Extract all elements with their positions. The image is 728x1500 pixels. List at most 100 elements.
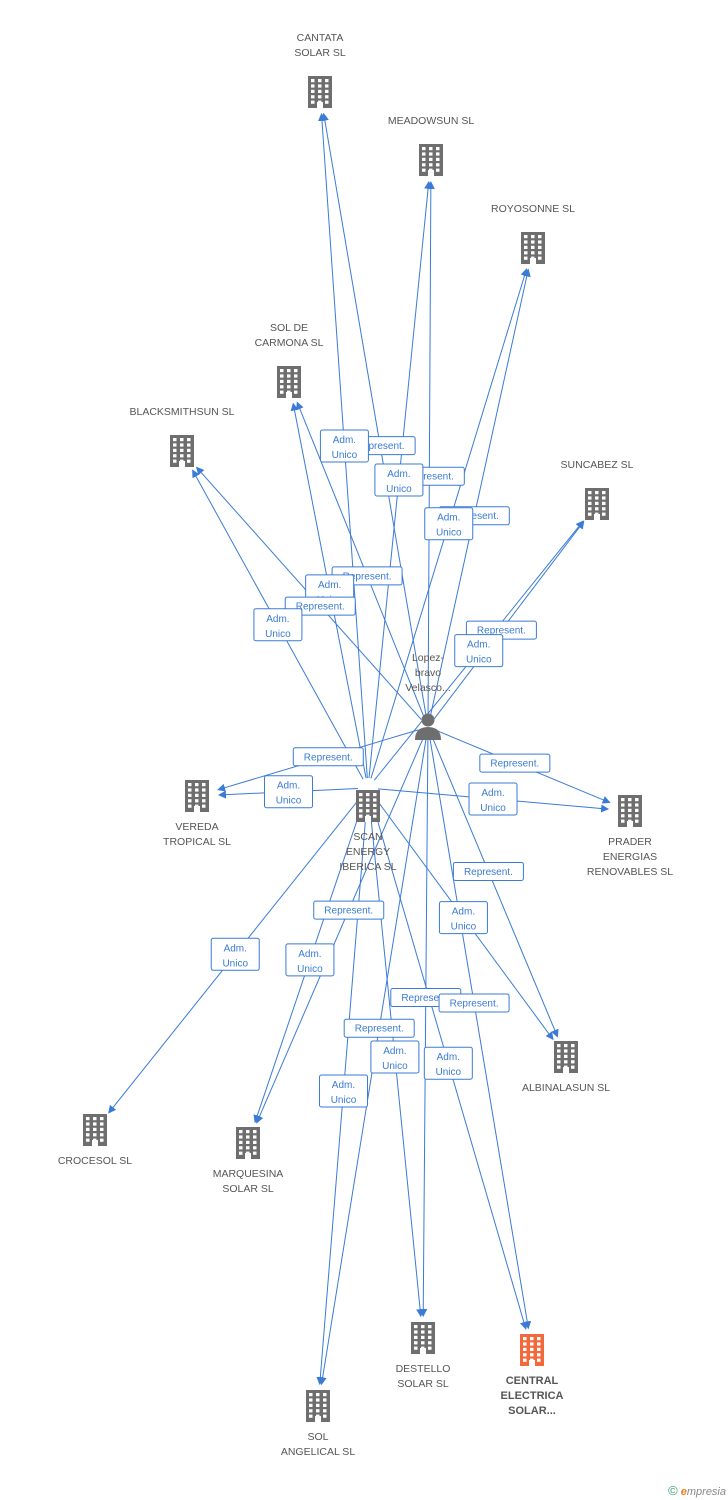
node-label: ROYOSONNE SL bbox=[491, 203, 575, 215]
edge-label-text: Represent. bbox=[401, 993, 450, 1004]
edge-person-solcarmona bbox=[296, 401, 425, 718]
node-label: SOLAR SL bbox=[294, 47, 346, 59]
node-label: Lopez- bbox=[412, 652, 445, 664]
edge-label-text: Adm. bbox=[481, 788, 504, 799]
edge-label-text: Unico bbox=[480, 803, 506, 814]
edge-label-text: Represent. bbox=[304, 752, 353, 763]
node-cantata[interactable]: CANTATA SOLAR SL bbox=[294, 32, 346, 108]
edge-label-text: Represent. bbox=[355, 1024, 404, 1035]
edge-label: Represent. bbox=[292, 747, 364, 767]
edge-person-marquesina bbox=[255, 735, 425, 1124]
edge-label: Represent. bbox=[452, 861, 524, 881]
edge-label-text: Unico bbox=[386, 484, 412, 495]
node-blacksmithsun[interactable]: BLACKSMITHSUN SL bbox=[129, 406, 235, 467]
brand-logo-text: mpresia bbox=[686, 1486, 726, 1498]
node-label: ANGELICAL SL bbox=[281, 1446, 355, 1458]
edge-label: Adm.Unico bbox=[370, 1040, 420, 1074]
edge-person-albinalasun bbox=[431, 736, 559, 1038]
copyright-symbol: © bbox=[668, 1483, 678, 1498]
node-label: SOLAR... bbox=[508, 1405, 556, 1417]
edge-label-text: Represent. bbox=[464, 867, 513, 878]
node-label: CROCESOL SL bbox=[58, 1155, 132, 1167]
node-destello[interactable]: DESTELLO SOLAR SL bbox=[396, 1322, 451, 1390]
edge-label-text: Represent. bbox=[490, 759, 539, 770]
edge-label-text: Adm. bbox=[224, 943, 247, 954]
edge-label: Adm.Unico bbox=[424, 507, 474, 541]
building-icon bbox=[277, 366, 301, 398]
edge-label-text: Unico bbox=[436, 1067, 462, 1078]
edge-label: Adm.Unico bbox=[319, 429, 369, 463]
edge-label-text: Represent. bbox=[343, 571, 392, 582]
building-icon bbox=[419, 144, 443, 176]
node-label: CANTATA bbox=[297, 32, 344, 44]
node-label: MEADOWSUN SL bbox=[388, 115, 475, 127]
node-suncabez[interactable]: SUNCABEZ SL bbox=[561, 459, 634, 520]
edge-person-royosonne bbox=[429, 268, 531, 718]
edge-label-text: Unico bbox=[451, 922, 477, 933]
node-label: MARQUESINA bbox=[213, 1168, 284, 1180]
edge-label: Represent. bbox=[284, 596, 356, 616]
node-label: CARMONA SL bbox=[255, 337, 324, 349]
node-person[interactable]: Lopez-bravoVelasco... bbox=[405, 652, 451, 740]
node-royosonne[interactable]: ROYOSONNE SL bbox=[491, 203, 575, 264]
building-icon bbox=[170, 435, 194, 467]
edge-label-text: Adm. bbox=[277, 781, 300, 792]
edge-label: Adm.Unico bbox=[438, 901, 488, 935]
edge-label: Adm. Unico bbox=[374, 463, 424, 497]
edge-label: Adm.Unico bbox=[253, 608, 303, 642]
edge-person-meadowsun bbox=[426, 180, 435, 718]
node-label: BLACKSMITHSUN SL bbox=[129, 406, 234, 418]
edge-label-text: Unico bbox=[436, 528, 462, 539]
node-crocesol[interactable]: CROCESOL SL bbox=[58, 1114, 132, 1167]
nodes-layer: CANTATA SOLAR SL MEADOWSUN SL ROYOSONNE SL S… bbox=[58, 32, 673, 1458]
edge-label-text: Adm. bbox=[467, 640, 490, 651]
node-solangelical[interactable]: SOL ANGELICAL SL bbox=[281, 1390, 355, 1458]
edge-label-text: Adm. bbox=[332, 1080, 355, 1091]
edge-person-central bbox=[429, 736, 532, 1330]
node-label: PRADER bbox=[608, 836, 652, 848]
edge-label-text: Adm. bbox=[387, 469, 410, 480]
edge-label-text: Represent. bbox=[450, 999, 499, 1010]
node-albinalasun[interactable]: ALBINALASUN SL bbox=[522, 1041, 610, 1094]
brand-logo-initial: e bbox=[680, 1486, 687, 1498]
node-meadowsun[interactable]: MEADOWSUN SL bbox=[388, 115, 475, 176]
edge-label: Adm. Unico bbox=[468, 782, 518, 816]
node-label: IBERICA SL bbox=[339, 861, 396, 873]
building-icon bbox=[308, 76, 332, 108]
edge-label-text: Unico bbox=[265, 629, 291, 640]
node-label: ENERGY bbox=[346, 846, 390, 858]
edge-person-cantata bbox=[320, 112, 427, 718]
node-label: CENTRAL bbox=[506, 1375, 559, 1387]
edge-label-text: Represent. bbox=[324, 906, 373, 917]
building-icon bbox=[554, 1041, 578, 1073]
edge-label-text: Unico bbox=[222, 958, 248, 969]
building-icon bbox=[618, 795, 642, 827]
edge-label-text: Unico bbox=[331, 1095, 357, 1106]
edge-label: Adm. Unico bbox=[318, 1074, 368, 1108]
edge-label-text: Represent. bbox=[356, 441, 405, 452]
edge-label-text: Unico bbox=[466, 655, 492, 666]
node-label: TROPICAL SL bbox=[163, 836, 231, 848]
node-label: bravo bbox=[415, 667, 441, 679]
edge-label-text: Unico bbox=[332, 450, 358, 461]
building-icon bbox=[83, 1114, 107, 1146]
edge-label-text: Unico bbox=[297, 964, 323, 975]
brand-footer[interactable]: © empresia bbox=[668, 1483, 726, 1498]
edge-label: Represent. bbox=[438, 993, 510, 1013]
edge-label: Represent. bbox=[313, 900, 385, 920]
node-label: DESTELLO bbox=[396, 1363, 451, 1375]
node-label: SUNCABEZ SL bbox=[561, 459, 634, 471]
node-central[interactable]: CENTRALELECTRICASOLAR... bbox=[501, 1334, 564, 1417]
building-icon bbox=[306, 1390, 330, 1422]
edge-label: Adm.Unico bbox=[423, 1046, 473, 1080]
edge-person-suncabez bbox=[433, 520, 585, 720]
building-icon bbox=[236, 1127, 260, 1159]
node-label: SOLAR SL bbox=[397, 1378, 449, 1390]
node-label: SOL bbox=[307, 1431, 328, 1443]
